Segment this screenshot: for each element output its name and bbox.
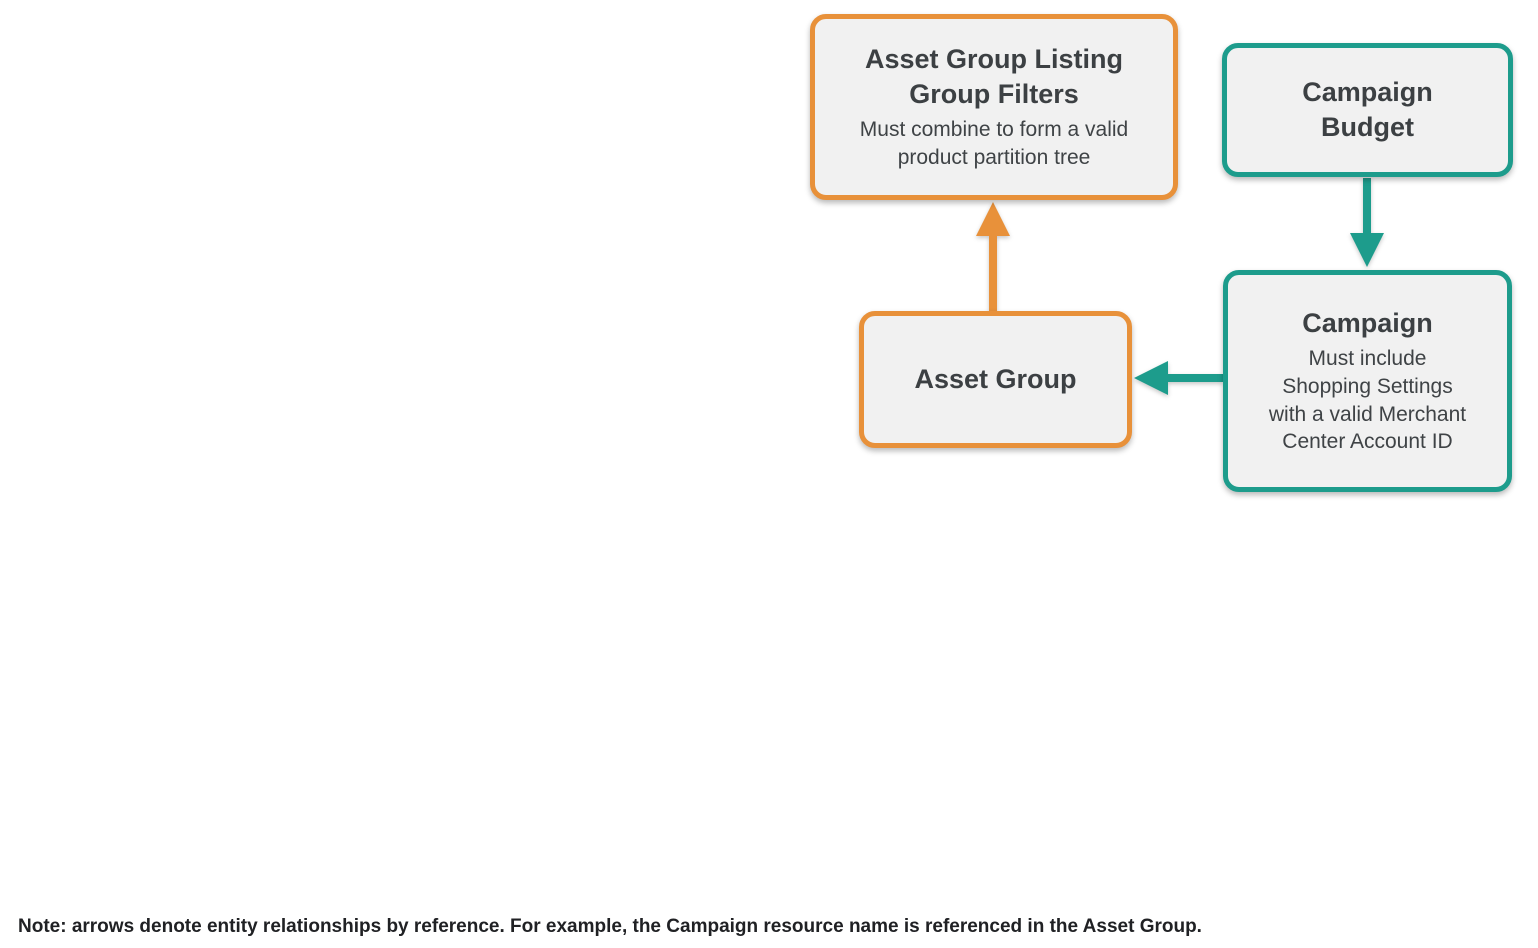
arrow-campaign-to-asset-group: [1134, 361, 1223, 395]
arrow-campaign-budget-to-campaign: [1350, 178, 1384, 267]
note-text: Note: arrows denote entity relationships…: [18, 916, 1202, 937]
node-title: Campaign Budget: [1302, 77, 1433, 142]
node-title: Asset Group: [914, 364, 1077, 395]
arrow-asset-group-to-listing-group-filters: [976, 202, 1010, 311]
node-subtitle: Must include Shopping Settings with a va…: [1268, 347, 1467, 454]
node-title: Campaign: [1302, 307, 1433, 338]
node-asset-group-listing-group-filters: Asset Group Listing Group Filters Must c…: [810, 14, 1178, 200]
node-campaign-budget: Campaign Budget: [1222, 43, 1513, 177]
node-title: Asset Group Listing Group Filters: [864, 44, 1124, 109]
node-asset-group: Asset Group: [859, 311, 1132, 448]
node-subtitle: Must combine to form a valid product par…: [859, 118, 1129, 170]
node-campaign: Campaign Must include Shopping Settings …: [1223, 270, 1512, 492]
